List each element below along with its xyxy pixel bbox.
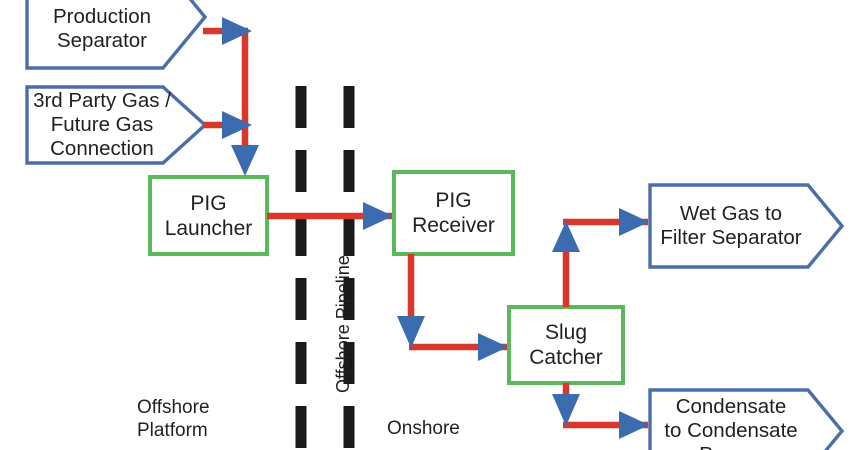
shape-slug-catcher xyxy=(507,305,625,385)
label-onshore: Onshore xyxy=(387,418,460,439)
shape-gas-from-production-separator xyxy=(25,0,208,70)
arrowhead-into-slug-catcher xyxy=(478,333,508,361)
arrowhead-into-pig-receiver xyxy=(363,202,393,230)
arrowhead-into-wet-gas xyxy=(619,208,649,236)
shape-condensate-to-condensate-pumps xyxy=(648,388,845,450)
arrowhead-third-party xyxy=(222,111,252,139)
arrowhead-gas-sep xyxy=(222,17,252,45)
flow-arrowheads xyxy=(222,17,649,439)
shape-pig-launcher xyxy=(148,175,269,256)
arrowhead-into-pig-launcher xyxy=(231,145,259,176)
label-offshore-platform: Offshore Platform xyxy=(137,397,210,441)
arrowhead-slugcatcher-down xyxy=(552,394,580,426)
shape-pig-receiver xyxy=(392,170,515,256)
arrowhead-slugcatcher-up xyxy=(552,221,580,252)
shape-third-party-gas xyxy=(25,85,208,165)
shape-wet-gas-to-filter-separator xyxy=(648,183,845,269)
label-offshore-pipeline: Offshore Pipeline xyxy=(333,255,353,393)
arrowhead-into-condensate xyxy=(619,411,649,439)
arrowhead-receiver-down xyxy=(397,316,425,348)
